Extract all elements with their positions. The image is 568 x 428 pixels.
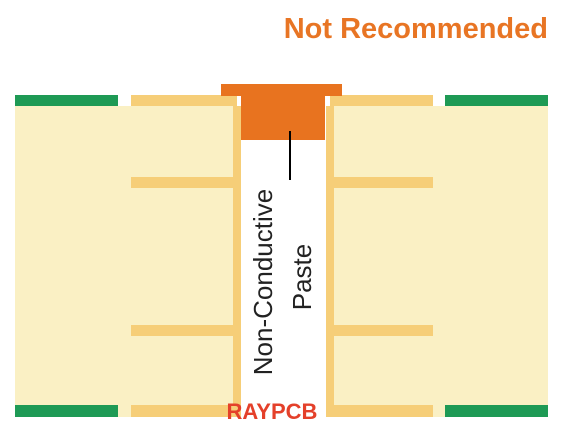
bottom-copper-right [330, 405, 433, 417]
diagram-title: Not Recommended [284, 13, 548, 45]
top-copper-right [330, 95, 433, 106]
board-right [330, 106, 548, 417]
inner-layer-2-left [131, 325, 237, 336]
outer-layer-bottom-left [15, 405, 118, 417]
top-copper-left [131, 95, 237, 106]
via-hole [241, 140, 326, 417]
board-left [15, 106, 237, 417]
paste-label: Non-Conductive Paste [248, 189, 317, 375]
via-wall-left [233, 106, 241, 417]
watermark: RAYPCB [227, 399, 318, 424]
outer-layer-top-right [445, 95, 548, 106]
pad-plug [241, 95, 325, 140]
outer-layer-top-left [15, 95, 118, 106]
paste-label-line2: Paste [287, 244, 317, 311]
paste-label-line1: Non-Conductive [248, 189, 278, 375]
inner-layer-2-right [330, 325, 433, 336]
inner-layer-1-left [131, 177, 237, 188]
outer-layer-bottom-right [445, 405, 548, 417]
via-wall-right [326, 106, 334, 417]
inner-layer-1-right [330, 177, 433, 188]
bottom-copper-left [131, 405, 237, 417]
pad-top-flange [221, 84, 342, 96]
